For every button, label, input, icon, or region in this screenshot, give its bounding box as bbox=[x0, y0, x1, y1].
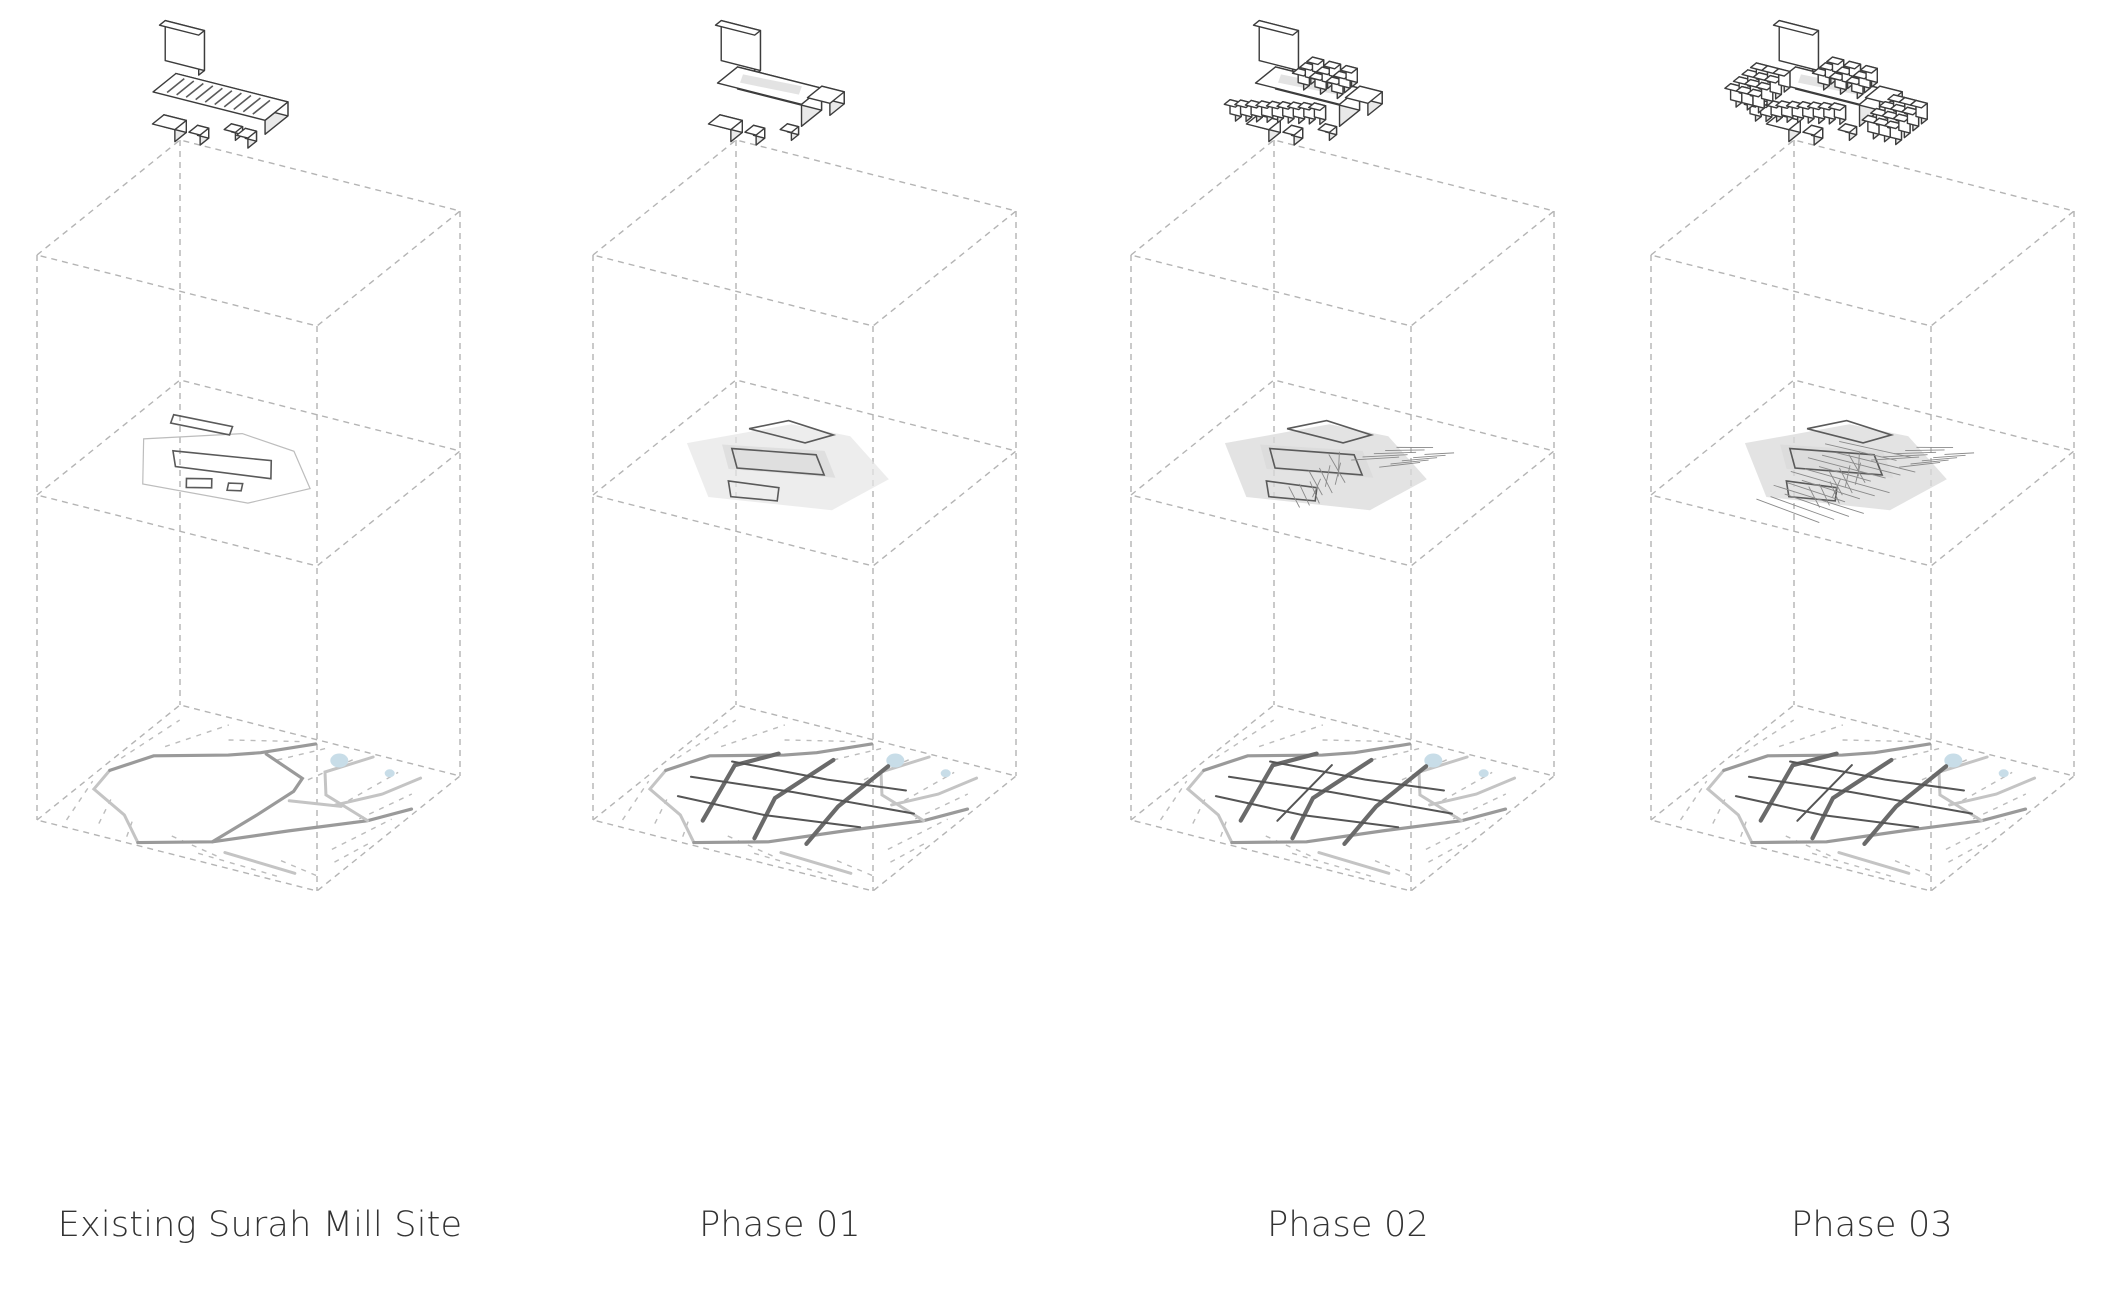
urban-fabric-texture bbox=[65, 719, 413, 878]
new-housing-clusters bbox=[1223, 56, 1358, 126]
building-block bbox=[235, 127, 258, 149]
building-layer bbox=[1724, 19, 1928, 146]
footprint-layer bbox=[686, 419, 889, 511]
caption-existing-site: Existing Surah Mill Site bbox=[57, 1205, 463, 1245]
full-plot-subdivision bbox=[1756, 440, 1916, 523]
phase-03-housing bbox=[1724, 62, 1928, 146]
building-block bbox=[151, 114, 188, 143]
dashed-layer-frame bbox=[591, 139, 1018, 892]
proposed-street-grid bbox=[1734, 751, 1973, 846]
building-layer bbox=[707, 19, 845, 146]
building-block bbox=[1252, 19, 1300, 76]
building-block bbox=[1344, 85, 1383, 117]
perimeter-roads bbox=[91, 742, 423, 875]
building-block bbox=[1339, 64, 1358, 88]
building-block bbox=[1837, 123, 1858, 142]
plot-subdivision bbox=[1808, 446, 1975, 508]
building-block bbox=[806, 85, 845, 117]
building-block bbox=[1772, 67, 1791, 93]
perimeter-roads bbox=[1705, 742, 2037, 875]
perimeter-roads bbox=[647, 742, 979, 875]
building-block bbox=[1900, 106, 1920, 132]
mill-shed bbox=[152, 72, 289, 136]
building-block bbox=[1317, 123, 1338, 142]
building-block bbox=[1307, 102, 1327, 126]
plot-subdivision bbox=[1288, 446, 1455, 508]
dashed-layer-frame bbox=[35, 139, 462, 892]
dashed-layer-frame bbox=[1129, 139, 1556, 892]
building-block bbox=[1827, 102, 1847, 126]
building-block bbox=[1909, 99, 1928, 125]
building-block bbox=[707, 114, 743, 143]
building-block bbox=[1245, 114, 1282, 143]
footprint-layer bbox=[142, 413, 311, 504]
column-phase-02 bbox=[1129, 19, 1556, 892]
caption-phase-02: Phase 02 bbox=[1267, 1205, 1429, 1245]
water-bodies bbox=[1944, 753, 2009, 778]
perimeter-roads bbox=[1185, 742, 1517, 875]
building-layer bbox=[1223, 19, 1383, 146]
site-boundary-road bbox=[210, 752, 343, 844]
building-block bbox=[188, 124, 210, 146]
water-bodies bbox=[330, 753, 395, 778]
footprint-layer bbox=[1744, 419, 1975, 523]
proposed-street-grid bbox=[1214, 751, 1453, 846]
building-block bbox=[1772, 19, 1820, 76]
building-block bbox=[158, 19, 206, 76]
street-network-layer bbox=[65, 719, 423, 878]
water-bodies bbox=[886, 753, 951, 778]
building-layer bbox=[151, 19, 289, 149]
building-block bbox=[1859, 64, 1878, 88]
building-block bbox=[714, 19, 762, 76]
building-block bbox=[1802, 124, 1824, 146]
building-block bbox=[1746, 88, 1765, 114]
building-block bbox=[1282, 124, 1304, 146]
water-bodies bbox=[1424, 753, 1489, 778]
proposed-street-grid bbox=[676, 751, 915, 846]
building-block bbox=[744, 124, 766, 146]
caption-phase-03: Phase 03 bbox=[1791, 1205, 1953, 1245]
dashed-layer-frame bbox=[1649, 139, 2076, 892]
mill-footprint bbox=[172, 449, 273, 480]
column-existing bbox=[35, 19, 462, 892]
caption-phase-01: Phase 01 bbox=[699, 1205, 861, 1245]
retained-mill-frame bbox=[716, 66, 823, 128]
site-boundary bbox=[142, 432, 311, 504]
column-phase-03 bbox=[1649, 19, 2076, 892]
footprint-layer bbox=[1224, 419, 1455, 511]
street-network-layer bbox=[1159, 719, 1517, 878]
street-network-layer bbox=[1679, 719, 2037, 878]
building-block bbox=[1765, 114, 1802, 143]
column-phase-01 bbox=[591, 19, 1018, 892]
street-network-layer bbox=[621, 719, 979, 878]
building-block bbox=[779, 123, 800, 142]
